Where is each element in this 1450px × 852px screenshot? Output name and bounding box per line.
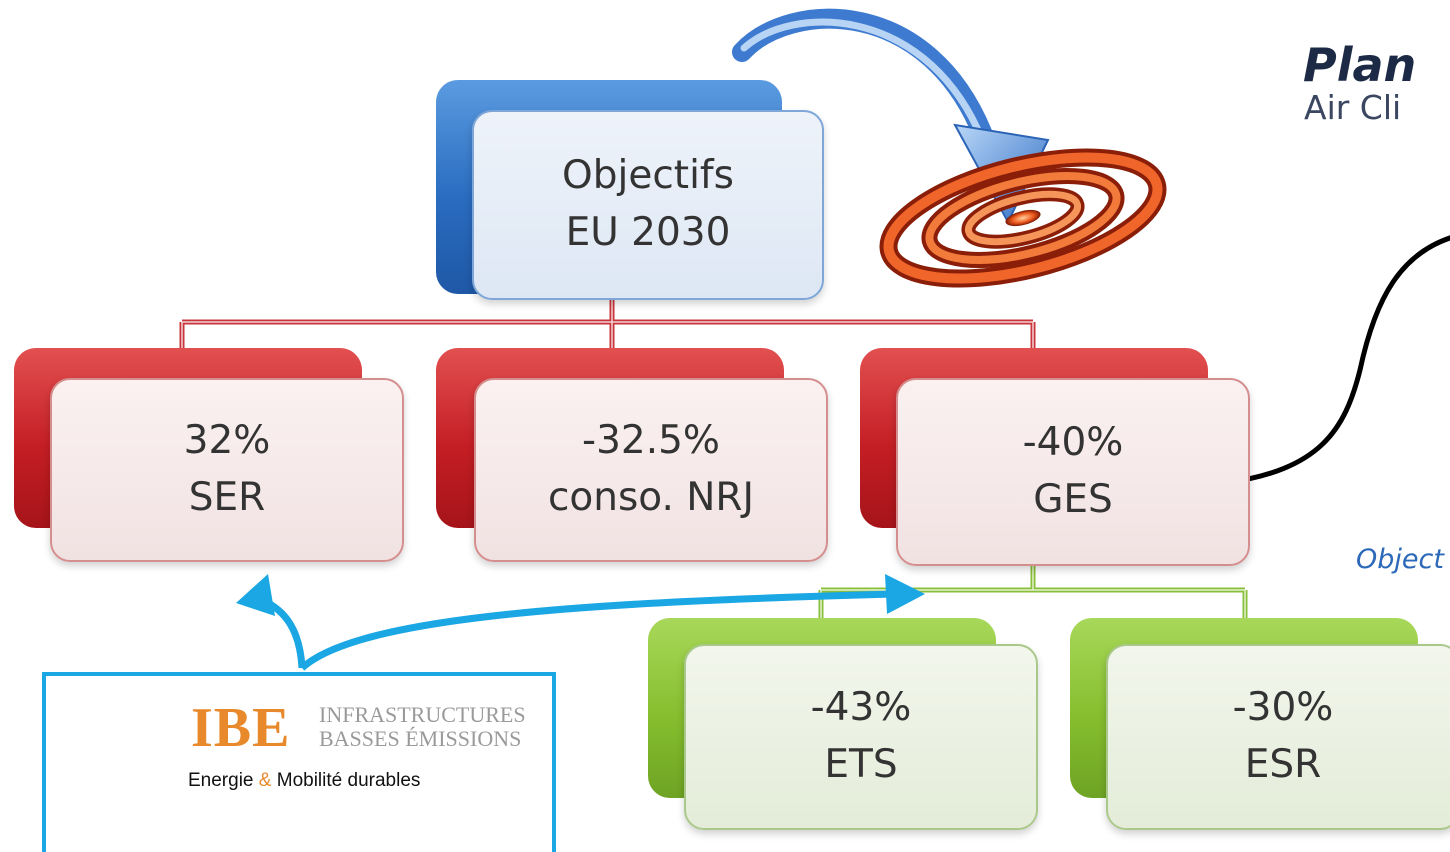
logo-tagline: Energie & Mobilité durables (188, 770, 420, 792)
logo-acronym: IBE (191, 697, 291, 759)
top-node-line1: Objectifs (562, 153, 734, 199)
logo-line1: INFRASTRUCTURES (319, 702, 526, 727)
logo-tagline-amp: & (258, 770, 272, 791)
subtarget-ets-label: ETS (824, 742, 898, 787)
target-ges: -40% GES (896, 378, 1250, 566)
subtarget-ets-value: -43% (810, 685, 912, 731)
plan-title: Plan (1303, 38, 1417, 92)
subtarget-esr-label: ESR (1244, 742, 1322, 787)
target-ser: 32% SER (50, 378, 404, 562)
logo-tagline-part1: Energie (188, 770, 259, 791)
target-nrj: -32.5% conso. NRJ (474, 378, 828, 562)
subtarget-esr: -30% ESR (1106, 644, 1450, 830)
target-ges-label: GES (1033, 477, 1113, 522)
ibe-logo-box: IBE INFRASTRUCTURES BASSES ÉMISSIONS Ene… (42, 672, 556, 852)
target-nrj-value: -32.5% (582, 418, 720, 464)
subtarget-esr-value: -30% (1232, 685, 1334, 731)
logo-line2: BASSES ÉMISSIONS (319, 726, 522, 751)
connector-ges-to-plan (1224, 235, 1450, 486)
top-node-line2: EU 2030 (565, 210, 731, 255)
subtarget-ets: -43% ETS (684, 644, 1038, 830)
objective-label: Object (1356, 544, 1444, 575)
logo-arrows (236, 574, 925, 671)
logo-tagline-part2: Mobilité durables (271, 770, 421, 791)
target-ges-value: -40% (1022, 420, 1124, 466)
plan-subtitle: Air Cli (1304, 88, 1402, 127)
target-ser-label: SER (188, 475, 266, 520)
target-nrj-label: conso. NRJ (547, 475, 755, 520)
target-ser-value: 32% (183, 418, 271, 464)
target-icon (879, 148, 1167, 288)
top-node: Objectifs EU 2030 (472, 110, 824, 300)
